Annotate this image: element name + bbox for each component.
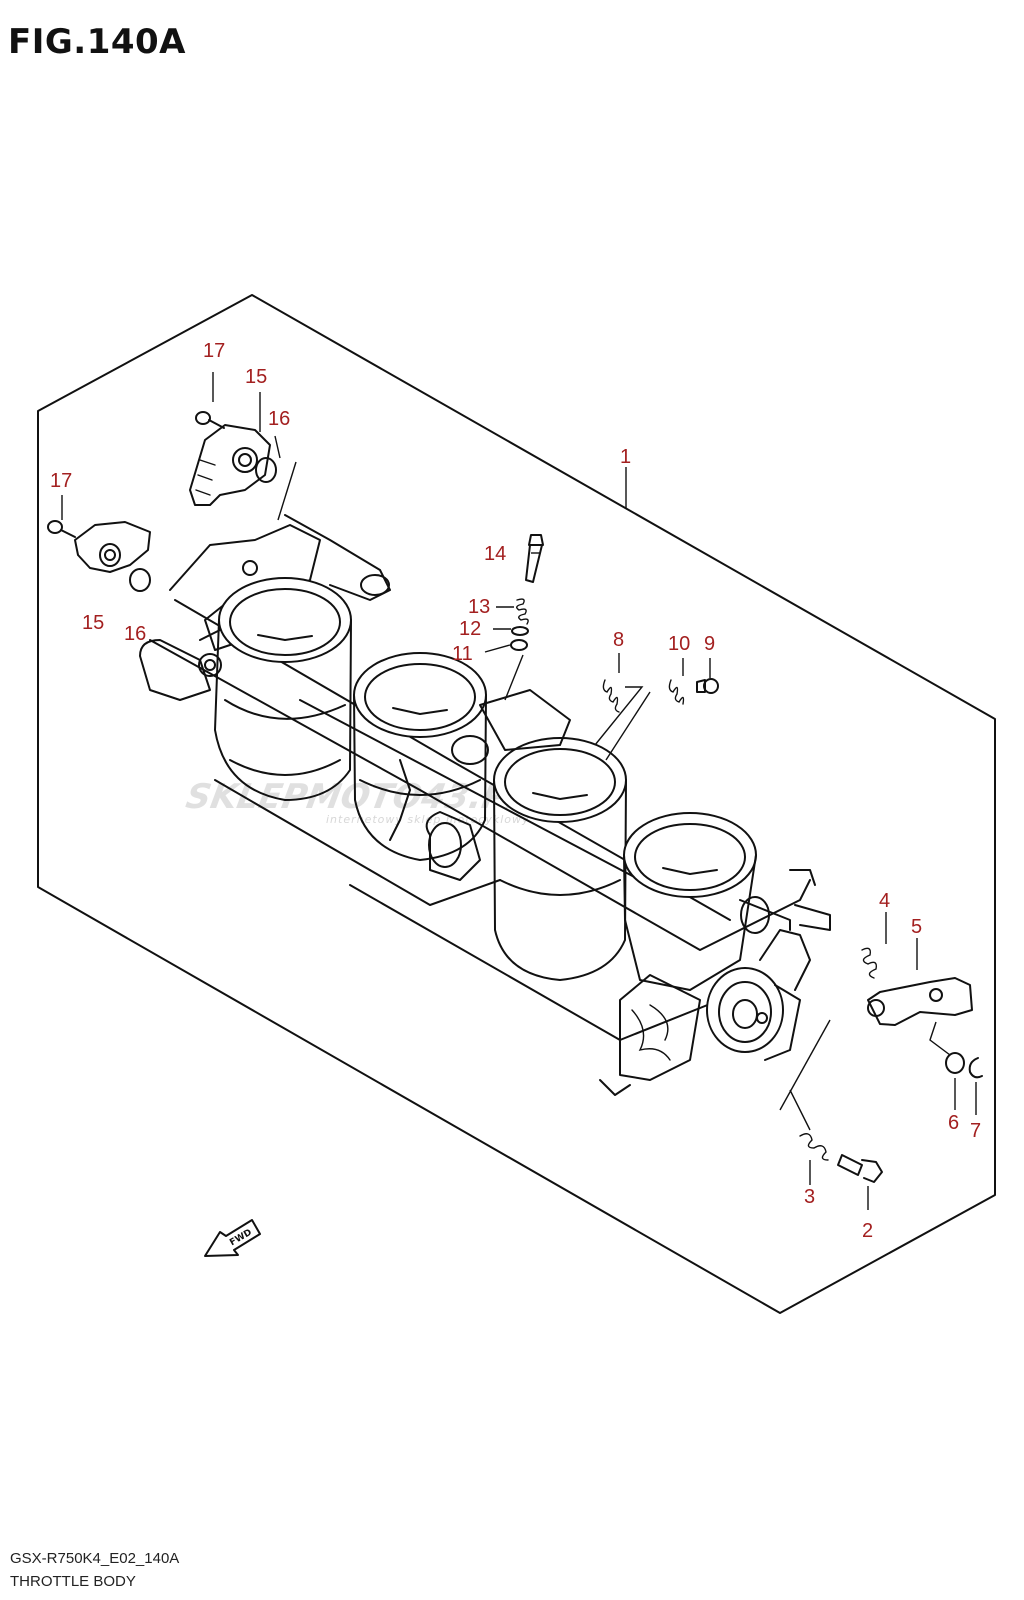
part-15-sensor-lower xyxy=(74,521,151,573)
assembly-outline xyxy=(37,294,996,1314)
callout-8: 8 xyxy=(613,629,624,651)
callout-1: 1 xyxy=(620,446,631,468)
callout-10: 10 xyxy=(668,633,690,655)
part-17-screw-lower xyxy=(47,520,76,538)
part-6-washer xyxy=(945,1052,965,1074)
throttle-bore-1 xyxy=(214,577,352,801)
part-7-clip xyxy=(968,1057,983,1079)
callout-16-lower: 16 xyxy=(124,623,146,645)
callout-15-upper: 15 xyxy=(245,366,267,388)
part-13-spring xyxy=(516,598,529,625)
throttle-pulley xyxy=(706,967,801,1061)
section-name: THROTTLE BODY xyxy=(10,1573,136,1590)
callout-6: 6 xyxy=(948,1112,959,1134)
callout-13: 13 xyxy=(468,596,490,618)
part-3-spring xyxy=(799,1133,829,1161)
figure-title: FIG.140A xyxy=(8,22,186,62)
throttle-body-assembly xyxy=(139,514,831,1096)
callout-16-upper: 16 xyxy=(268,408,290,430)
throttle-bore-3 xyxy=(493,737,627,981)
fwd-arrow-icon: FWD xyxy=(204,1219,261,1257)
callout-4: 4 xyxy=(879,890,890,912)
callout-14: 14 xyxy=(484,543,506,565)
throttle-bore-2 xyxy=(353,652,487,861)
throttle-bore-4 xyxy=(623,812,757,991)
part-9-screw xyxy=(696,678,719,694)
callout-2: 2 xyxy=(862,1220,873,1242)
callout-5: 5 xyxy=(911,916,922,938)
callout-15-lower: 15 xyxy=(82,612,104,634)
part-16-o-ring-lower xyxy=(129,568,151,592)
part-14-adjust-screw xyxy=(525,534,544,583)
part-16-o-ring-upper xyxy=(255,457,277,483)
callout-12: 12 xyxy=(459,618,481,640)
part-15-sensor-upper xyxy=(189,424,271,506)
callout-3: 3 xyxy=(804,1186,815,1208)
part-11-o-ring xyxy=(510,639,528,651)
part-10-spring xyxy=(668,679,685,705)
callouts: 1 17 15 16 17 15 16 14 13 12 11 8 10 9 4… xyxy=(50,340,981,1242)
callout-9: 9 xyxy=(704,633,715,655)
callout-17-upper: 17 xyxy=(203,340,225,362)
part-4-spring xyxy=(861,947,878,979)
callout-11: 11 xyxy=(452,643,473,665)
part-17-screw-upper xyxy=(195,411,225,429)
callout-17-lower: 17 xyxy=(50,470,72,492)
model-code: GSX-R750K4_E02_140A xyxy=(10,1550,180,1567)
leader-lines xyxy=(61,372,977,1210)
part-5-lever xyxy=(867,977,973,1026)
callout-7: 7 xyxy=(970,1120,981,1142)
part-2-screw xyxy=(837,1154,883,1183)
part-8-spring xyxy=(602,679,620,713)
part-12-washer xyxy=(511,626,529,636)
